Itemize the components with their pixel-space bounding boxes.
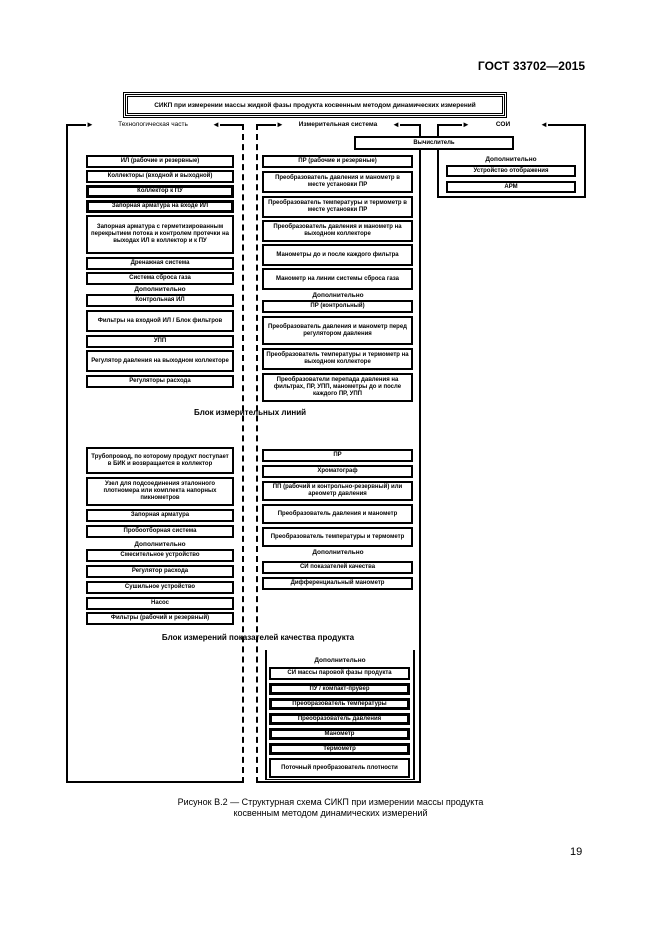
component-box: Запорная арматура с герметизированным пе… [86,215,234,254]
section-label-measuring-lines: Блок измерительных линий [193,408,307,417]
soi-frame-top-left [437,124,462,126]
component-box: Хроматограф [262,465,413,478]
meas-frame-dashed-left [256,124,258,783]
component-box: Сушильное устройство [86,581,234,594]
component-box: СИ массы паровой фазы продукта [269,667,410,680]
component-box: Преобразователь давления [269,713,410,725]
vapor-frame-left [265,650,267,780]
tech-frame-left [66,124,68,783]
additional-label: Дополнительно [312,549,364,556]
soi-frame-bottom [437,196,586,198]
component-box: Манометр [269,728,410,740]
arrow-left-icon: ◄ [392,120,400,129]
caption-line-1: Рисунок В.2 — Структурная схема СИКП при… [177,797,484,807]
component-box: Преобразователь давления и манометр на в… [262,220,413,242]
component-box: Регулятор расхода [86,565,234,578]
component-box: Термометр [269,743,410,755]
meas-frame-top-left [256,124,276,126]
arrow-right-icon: ► [86,120,94,129]
meas-frame-top-right [400,124,421,126]
vapor-frame-bottom [265,779,415,780]
additional-label: Дополнительно [134,286,186,293]
computer-box: Вычислитель [354,136,514,150]
component-box: Регулятор давления на выходном коллектор… [86,350,234,372]
component-box: ПР (рабочие и резервные) [262,155,413,168]
component-box: Преобразователь температуры и термометр … [262,196,413,218]
component-box: Преобразователь температуры и термометр … [262,348,413,370]
component-box: УПП [86,335,234,348]
page-number: 19 [570,846,583,858]
additional-label: Дополнительно [314,657,366,664]
meas-frame-right [419,124,421,783]
component-box: Преобразователь давления и манометр [262,504,413,524]
component-box: ПР (контрольный) [262,300,413,313]
arrow-left-icon: ◄ [212,120,220,129]
component-box: Насос [86,597,234,610]
component-box: Коллекторы (входной и выходной) [86,170,234,183]
tech-frame-top-right [220,124,244,126]
component-box: Дифференциальный манометр [262,577,413,590]
tech-frame-dashed-right [242,124,244,783]
component-box: Узел для подсоединения эталонного плотно… [86,477,234,506]
component-box: ПУ / компакт-прувер [269,683,410,695]
component-box: Преобразователь температуры и термометр [262,527,413,547]
diagram-title-box: СИКП при измерении массы жидкой фазы про… [123,92,507,118]
component-box: Манометры до и после каждого фильтра [262,244,413,266]
arrow-right-icon: ► [276,120,284,129]
section-label-quality-block: Блок измерений показателей качества прод… [161,633,355,642]
component-box: Регуляторы расхода [86,375,234,388]
column-label-soi: СОИ [495,121,511,128]
component-box: Преобразователи перепада давления на фил… [262,373,413,402]
vapor-frame-right [413,650,415,780]
component-box: Смесительное устройство [86,549,234,562]
component-box: Контрольная ИЛ [86,294,234,307]
component-box: СИ показателей качества [262,561,413,574]
component-box: АРМ [446,181,576,193]
soi-additional-label: Дополнительно [485,156,537,163]
soi-frame-right [584,124,586,198]
component-box: Фильтры на входной ИЛ / Блок фильтров [86,310,234,332]
component-box: Устройство отображения [446,165,576,177]
component-box: Манометр на линии системы сброса газа [262,268,413,290]
component-box: ПР [262,449,413,462]
component-box: Коллектор к ПУ [86,185,234,198]
component-box: Поточный преобразователь плотности [269,758,410,778]
component-box: Дренажная система [86,257,234,270]
tech-frame-bottom [66,781,244,783]
standard-number: ГОСТ 33702—2015 [477,59,585,73]
arrow-right-icon: ► [462,120,470,129]
tech-frame-top-left [66,124,86,126]
caption-line-2: косвенным методом динамических измерений [233,808,428,818]
component-box: ПП (рабочий и контрольно-резервный) или … [262,481,413,501]
column-label-meas: Измерительная система [298,121,378,128]
additional-label: Дополнительно [134,541,186,548]
component-box: Преобразователь давления и манометр пере… [262,316,413,345]
column-label-tech: Технологическая часть [118,121,188,128]
soi-frame-left [437,124,439,198]
component-box: ИЛ (рабочие и резервные) [86,155,234,168]
component-box: Фильтры (рабочий и резервный) [86,612,234,625]
meas-frame-bottom [256,781,421,783]
component-box: Преобразователь температуры [269,698,410,710]
component-box: Пробоотборная система [86,525,234,538]
component-box: Трубопровод, по которому продукт поступа… [86,447,234,474]
component-box: Запорная арматура [86,509,234,522]
additional-label: Дополнительно [312,292,364,299]
arrow-left-icon: ◄ [540,120,548,129]
component-box: Система сброса газа [86,272,234,285]
figure-caption: Рисунок В.2 — Структурная схема СИКП при… [0,797,661,819]
component-box: Запорная арматура на входе ИЛ [86,200,234,213]
component-box: Преобразователь давления и манометр в ме… [262,171,413,193]
soi-frame-top-right [548,124,586,126]
